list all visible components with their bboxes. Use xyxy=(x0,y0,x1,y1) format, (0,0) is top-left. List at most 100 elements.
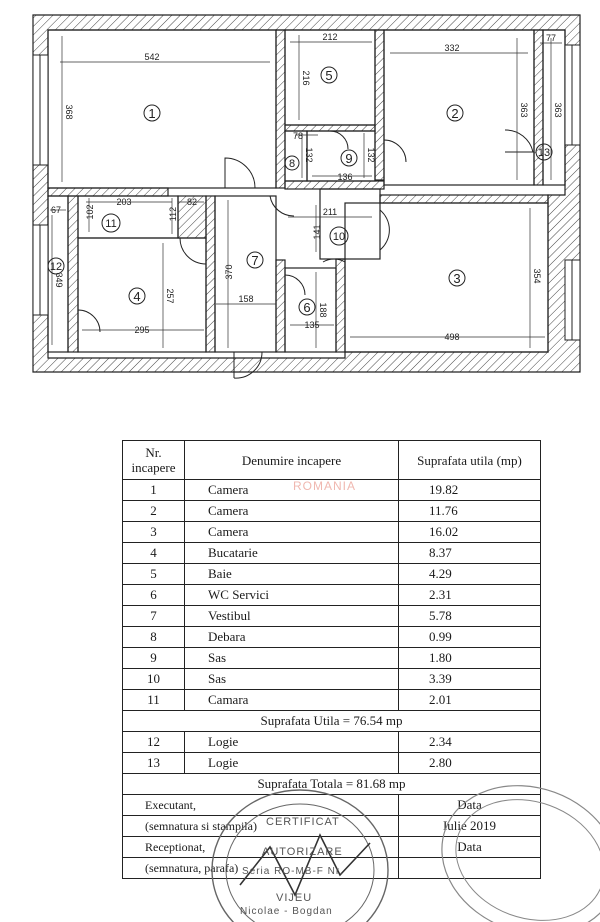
dim-77: 77 xyxy=(546,33,556,43)
room-area-cell: 5.78 xyxy=(398,605,541,627)
room-name-cell: Vestibul xyxy=(184,605,399,627)
room-area-cell: 2.01 xyxy=(398,689,541,711)
room-nr-cell: 6 xyxy=(122,584,185,606)
room-number-4: 4 xyxy=(133,289,140,304)
room-nr-cell: 5 xyxy=(122,563,185,585)
room-area-cell: 2.34 xyxy=(398,731,541,753)
receptionat-row: Receptionat, Data xyxy=(122,836,541,858)
room-name-cell: Camera xyxy=(184,521,399,543)
room-name-cell: Logie xyxy=(184,731,399,753)
floor-plan: 542 368 212 216 332 77 363 363 78 132 13… xyxy=(32,14,581,379)
room-number-1: 1 xyxy=(148,106,155,121)
room-nr-cell: 11 xyxy=(122,689,185,711)
room-area-cell: 19.82 xyxy=(398,479,541,501)
room-number-3: 3 xyxy=(453,271,460,286)
room-labels xyxy=(47,66,553,316)
dim-295: 295 xyxy=(134,325,149,335)
dim-102: 102 xyxy=(85,204,95,219)
dim-158: 158 xyxy=(238,294,253,304)
room-name-cell: Baie xyxy=(184,563,399,585)
room-area-cell: 11.76 xyxy=(398,500,541,522)
dim-370: 370 xyxy=(224,264,234,279)
room-name-cell: Debara xyxy=(184,626,399,648)
header-name: Denumire incapere xyxy=(184,440,399,480)
room-nr-cell: 12 xyxy=(122,731,185,753)
room-number-9: 9 xyxy=(345,151,352,166)
dim-332: 332 xyxy=(444,43,459,53)
dim-368: 368 xyxy=(64,104,74,119)
table-header-row: Nr. incapere Denumire incapere Suprafata… xyxy=(122,440,541,480)
room-number-7: 7 xyxy=(251,253,258,268)
dim-498: 498 xyxy=(444,332,459,342)
data-value-2 xyxy=(398,857,541,879)
door-swings xyxy=(77,129,534,379)
room-nr-cell: 4 xyxy=(122,542,185,564)
room-number-6: 6 xyxy=(303,300,310,315)
room-area-cell: 1.80 xyxy=(398,647,541,669)
interior-walls xyxy=(47,29,566,353)
dim-67: 67 xyxy=(51,205,61,215)
stamp-line-1: CERTIFICAT xyxy=(266,816,340,828)
receptionat-sub-row: (semnatura, parafa) xyxy=(122,857,541,879)
receptionat-sub: (semnatura, parafa) xyxy=(122,857,399,879)
header-area: Suprafata utila (mp) xyxy=(398,440,541,480)
dim-216: 216 xyxy=(301,70,311,85)
useful-total: Suprafata Utila = 76.54 mp xyxy=(122,710,541,732)
windows xyxy=(32,44,581,341)
authorization-stamp xyxy=(211,789,389,922)
dim-141: 141 xyxy=(312,224,322,239)
grand-total-row: Suprafata Totala = 81.68 mp xyxy=(122,773,541,795)
dim-112: 112 xyxy=(168,207,178,221)
grand-total: Suprafata Totala = 81.68 mp xyxy=(122,773,541,795)
room-nr-cell: 3 xyxy=(122,521,185,543)
room-number-8: 8 xyxy=(289,158,295,170)
room-nr-cell: 7 xyxy=(122,605,185,627)
room-area-cell: 8.37 xyxy=(398,542,541,564)
dim-349: 349 xyxy=(54,272,64,287)
stamp-line-5: Nicolae - Bogdan xyxy=(240,906,333,917)
room-area-cell: 16.02 xyxy=(398,521,541,543)
room-name-cell: Camara xyxy=(184,689,399,711)
room-area-cell: 4.29 xyxy=(398,563,541,585)
room-name-cell: Camera xyxy=(184,479,399,501)
dim-203: 203 xyxy=(116,197,131,207)
room-name-cell: WC Servici xyxy=(184,584,399,606)
room-number-2: 2 xyxy=(451,106,458,121)
dim-82: 82 xyxy=(187,197,197,207)
dim-132-b: 132 xyxy=(366,147,376,162)
room-number-13: 13 xyxy=(538,147,550,159)
header-nr: Nr. incapere xyxy=(122,440,185,480)
room-area-cell: 0.99 xyxy=(398,626,541,648)
room-area-cell: 3.39 xyxy=(398,668,541,690)
dimension-lines xyxy=(50,35,562,348)
dim-135: 135 xyxy=(304,320,319,330)
dim-257: 257 xyxy=(165,288,175,303)
room-name-cell: Bucatarie xyxy=(184,542,399,564)
room-number-5: 5 xyxy=(325,68,332,83)
secondary-stamp xyxy=(441,785,600,922)
room-number-11: 11 xyxy=(105,218,116,230)
dim-211: 211 xyxy=(323,207,337,217)
dim-78: 78 xyxy=(293,131,303,141)
room-nr-cell: 8 xyxy=(122,626,185,648)
room-nr-cell: 2 xyxy=(122,500,185,522)
stamp-line-4: VIJEU xyxy=(276,892,313,904)
room-nr-cell: 1 xyxy=(122,479,185,501)
room-number-12: 12 xyxy=(50,261,62,273)
dim-354: 354 xyxy=(532,268,542,283)
dim-363-loggia: 363 xyxy=(553,102,563,117)
dim-212: 212 xyxy=(322,32,337,42)
dim-542: 542 xyxy=(144,52,159,62)
